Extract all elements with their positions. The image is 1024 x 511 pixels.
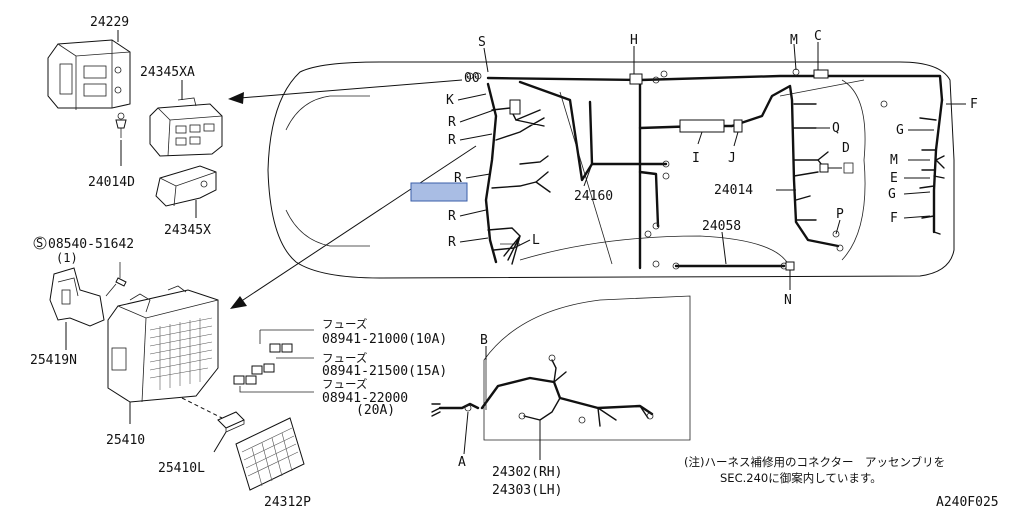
connector-holder-24345X xyxy=(155,165,217,207)
leader-I xyxy=(697,131,703,145)
callout-F1: F xyxy=(970,97,978,112)
leader-R1 xyxy=(459,109,495,123)
leader-R2 xyxy=(459,133,493,141)
callout-E: E xyxy=(890,171,898,186)
callout-R2: R xyxy=(448,133,456,148)
callout-00: 00 xyxy=(464,71,480,86)
callout-K: K xyxy=(446,93,454,108)
fuse-10a xyxy=(259,329,314,353)
fuse-15a xyxy=(251,357,314,375)
callout-M-top: M xyxy=(790,33,798,48)
leader-L xyxy=(513,239,531,249)
label-24058: 24058 xyxy=(702,219,741,234)
leader-M-top xyxy=(793,43,797,71)
door-harness-inset xyxy=(431,295,691,441)
label-screw-qty: (1) xyxy=(56,251,78,265)
arrow-to-upper-parts xyxy=(228,79,463,104)
harness-24058 xyxy=(672,261,795,271)
callout-N: N xyxy=(784,293,792,308)
clip-24014D xyxy=(115,112,127,138)
callout-C: C xyxy=(814,29,822,44)
label-24160: 24160 xyxy=(574,189,613,204)
note-line-1: (注)ハーネス補修用のコネクター アッセンブリを xyxy=(684,455,945,469)
highlight-box xyxy=(410,182,468,202)
callout-M2: M xyxy=(890,153,898,168)
label-24014: 24014 xyxy=(714,183,753,198)
label-25419N: 25419N xyxy=(30,353,77,368)
leader-G2 xyxy=(903,191,931,195)
fuse-3-label: フューズ xyxy=(322,377,367,391)
callout-F2: F xyxy=(890,211,898,226)
bracket-25419N xyxy=(49,267,105,327)
note-line-2: SEC.240に御案内しています。 xyxy=(720,471,882,485)
callout-L: L xyxy=(532,233,540,248)
leader-J xyxy=(733,131,739,147)
leader-K xyxy=(457,93,487,101)
leader-S xyxy=(483,47,489,73)
label-25410: 25410 xyxy=(106,433,145,448)
fuse-3-number: 08941-22000 xyxy=(322,391,408,406)
callout-R1: R xyxy=(448,115,456,130)
callout-R4: R xyxy=(448,209,456,224)
callout-G2: G xyxy=(888,187,896,202)
fuse-box-25410 xyxy=(107,285,219,403)
label-24229: 24229 xyxy=(90,15,129,30)
leader-R5 xyxy=(459,237,489,243)
leader-A xyxy=(463,411,469,455)
fuse-2-number: 08941-21500(15A) xyxy=(322,364,447,379)
fuse-1-label: フューズ xyxy=(322,317,367,331)
connector-holder-24345XA xyxy=(149,97,223,157)
callout-Q: Q xyxy=(832,121,840,136)
label-25410L: 25410L xyxy=(158,461,205,476)
car-body-outline xyxy=(267,61,955,279)
callout-I: I xyxy=(692,151,700,166)
fuse-3-rating: (20A) xyxy=(356,403,395,418)
callout-box xyxy=(843,162,854,174)
leader-R3 xyxy=(465,173,491,179)
label-24302: 24302(RH) xyxy=(492,465,562,480)
fuse-20a xyxy=(233,375,314,393)
callout-P: P xyxy=(836,207,844,222)
callout-R3: R xyxy=(454,171,462,186)
callout-A: A xyxy=(458,455,466,470)
label-screw: 08540-51642 xyxy=(48,237,134,252)
leader-24058 xyxy=(721,231,727,265)
screw-s-symbol: S xyxy=(36,236,43,250)
leader-P xyxy=(835,219,841,235)
callout-B: B xyxy=(480,333,488,348)
bracket-24229 xyxy=(47,39,131,110)
callout-R5: R xyxy=(448,235,456,250)
label-sheet-24312P xyxy=(235,417,305,491)
label-24312P: 24312P xyxy=(264,495,311,510)
fuse-puller-25410L xyxy=(181,397,245,433)
arrow-to-fuse-box xyxy=(230,145,477,309)
fuse-2-label: フューズ xyxy=(322,351,367,365)
callout-G1: G xyxy=(896,123,904,138)
leader-R4 xyxy=(459,209,487,217)
callout-S: S xyxy=(478,35,486,50)
fuse-1-number: 08941-21000(10A) xyxy=(322,332,447,347)
leader-F2 xyxy=(903,215,931,219)
callout-H: H xyxy=(630,33,638,48)
diagram-code: A240F025 xyxy=(936,495,999,510)
label-24345XA: 24345XA xyxy=(140,65,195,80)
leader-24160 xyxy=(583,163,593,187)
callout-D: D xyxy=(842,141,850,156)
label-24014D: 24014D xyxy=(88,175,135,190)
callout-J: J xyxy=(728,151,736,166)
screw-08540-51642: S xyxy=(33,236,127,297)
label-24345X: 24345X xyxy=(164,223,211,238)
leader-25410L xyxy=(213,431,227,453)
label-24303: 24303(LH) xyxy=(492,483,562,498)
harness-24014 xyxy=(679,84,945,252)
